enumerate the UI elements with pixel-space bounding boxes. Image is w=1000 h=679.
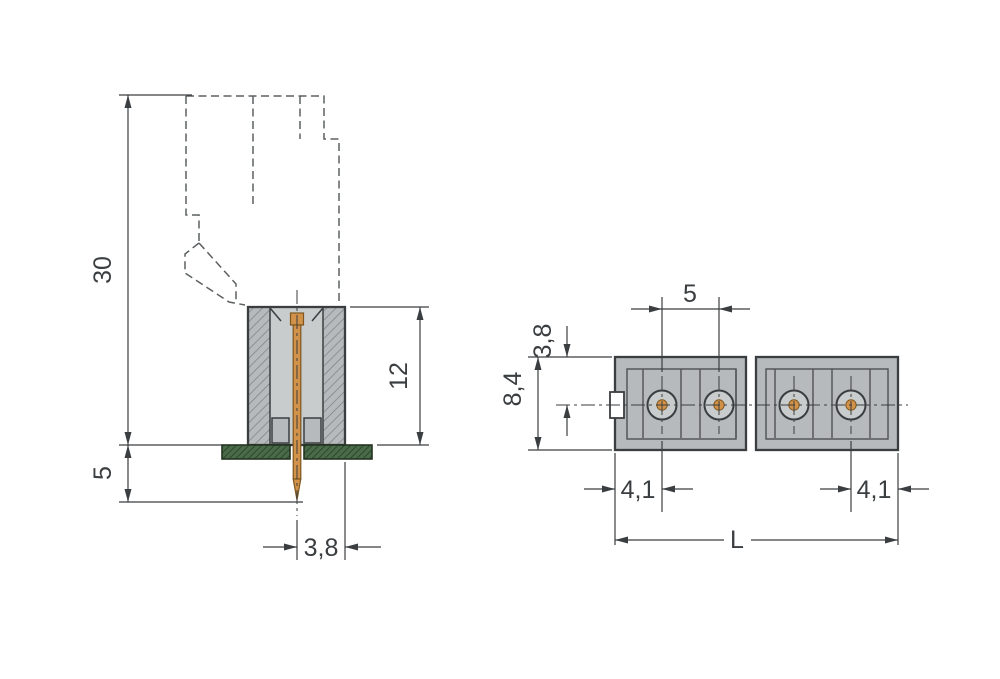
phantom-mating-connector [184,95,340,306]
phantom-latch-outer [184,242,246,306]
pcb-right-half [303,444,373,460]
dimension-top-to-pin-center: 3,8 [529,324,612,436]
contact-pin [289,290,305,516]
phantom-latch-inner [198,242,237,302]
funnel-chamfer-left [269,307,282,322]
front-view: 5 3,8 8,4 4,1 4,1 [499,280,929,554]
dimension-overall-length: L [614,453,899,554]
dim-label: L [730,526,744,554]
phantom-outline-left [185,96,200,243]
phantom-outline-top-right [186,95,340,304]
pin-positions [556,369,908,438]
dimension-last-pin-offset: 4,1 [820,441,929,512]
housing-right-segment [754,355,900,452]
dimension-first-pin-offset: 4,1 [584,441,693,512]
retention-block-right [303,417,322,444]
dimension-total-height: 30 [89,94,222,446]
dimension-overall-height: 8,4 [499,356,612,451]
dim-label: 3,8 [529,324,557,359]
dim-label: 4,1 [621,476,656,504]
pcb-left-half [221,444,291,460]
housing-right-inner-contour [765,368,889,440]
dimension-body-height: 12 [350,306,429,446]
funnel-chamfer-right [311,307,324,322]
dimension-pitch: 5 [631,280,750,372]
dimension-pin-to-edge: 3,8 [263,462,381,562]
retention-block-left [271,417,290,444]
pcb [221,444,373,460]
body-wall-right-hatch [324,308,344,444]
dim-label: 4,1 [857,476,892,504]
dim-label: 12 [385,362,413,390]
dim-label: 5 [683,280,697,308]
side-view: 30 5 12 3,8 [89,94,429,562]
dim-label: 30 [89,256,117,284]
dim-label: 5 [89,466,117,480]
dim-label: 8,4 [499,372,527,407]
body-wall-left-hatch [249,308,270,444]
dim-label: 3,8 [304,534,339,562]
dimension-tail-below-board: 5 [89,445,303,503]
